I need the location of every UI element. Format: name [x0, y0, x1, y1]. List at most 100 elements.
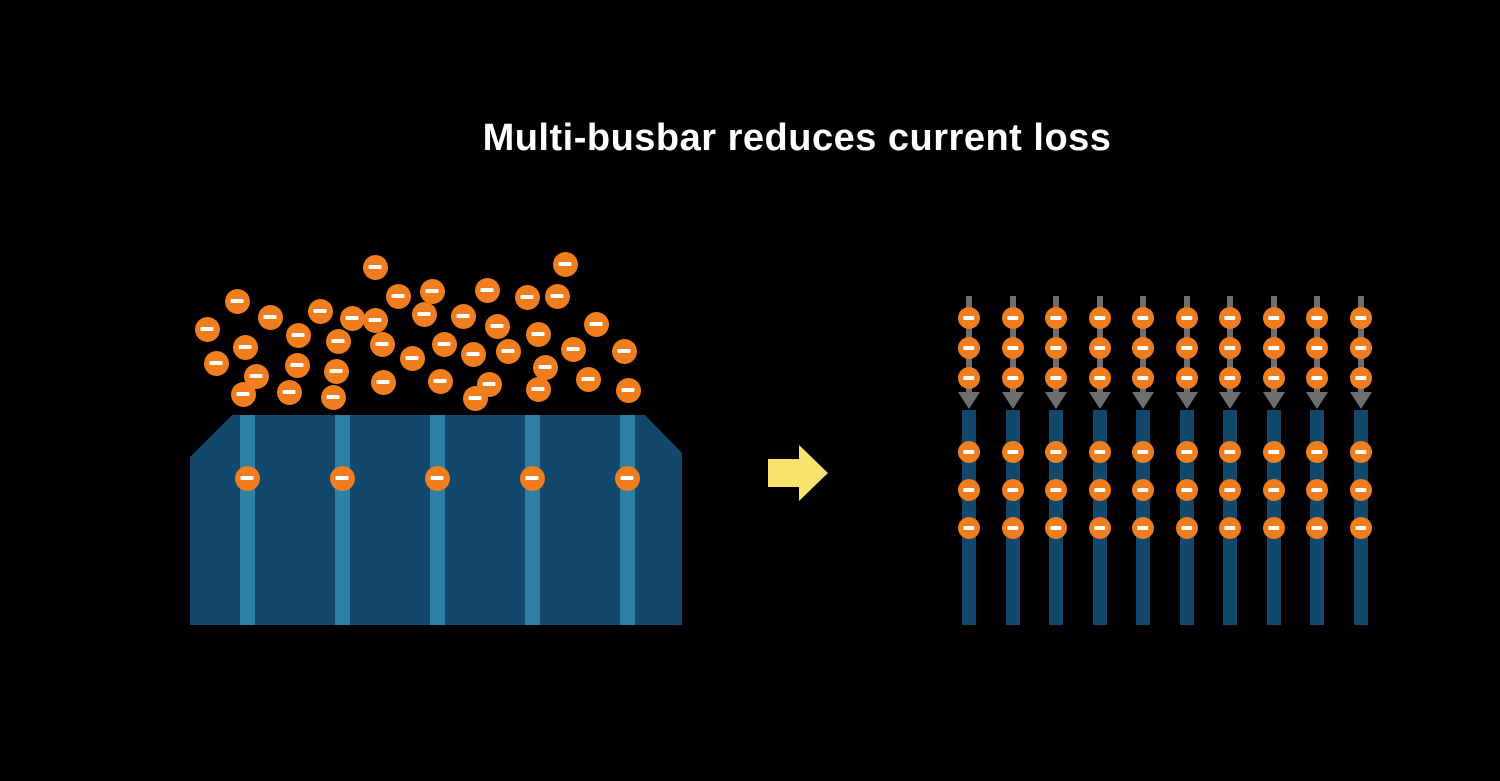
incoming-electron-icon	[1132, 307, 1154, 329]
collected-electron-icon	[1045, 441, 1067, 463]
incoming-electron-icon	[1045, 337, 1067, 359]
free-electron-icon	[460, 341, 486, 367]
collected-electron-icon	[1306, 479, 1328, 501]
transition-arrow-icon	[768, 445, 830, 501]
incoming-electron-icon	[1176, 307, 1198, 329]
incoming-electron-icon	[1219, 337, 1241, 359]
incoming-electron-icon	[1045, 307, 1067, 329]
incoming-electron-icon	[1002, 337, 1024, 359]
incoming-electron-icon	[1263, 307, 1285, 329]
free-electron-icon	[525, 321, 551, 347]
free-electron-icon	[369, 331, 395, 357]
flow-arrow-head-icon	[1045, 392, 1067, 409]
busbar-electron-icon	[424, 465, 450, 491]
collected-electron-icon	[958, 479, 980, 501]
free-electron-icon	[427, 368, 453, 394]
busbar-electron-icon	[234, 465, 260, 491]
collected-electron-icon	[1089, 441, 1111, 463]
incoming-electron-icon	[958, 367, 980, 389]
free-electron-icon	[399, 345, 425, 371]
flow-arrow-head-icon	[958, 392, 980, 409]
free-electron-icon	[484, 313, 510, 339]
incoming-electron-icon	[1263, 337, 1285, 359]
free-electron-icon	[615, 377, 641, 403]
incoming-electron-icon	[1132, 337, 1154, 359]
incoming-electron-icon	[1089, 367, 1111, 389]
incoming-electron-icon	[958, 307, 980, 329]
free-electron-icon	[362, 307, 388, 333]
free-electron-icon	[370, 369, 396, 395]
collected-electron-icon	[1002, 479, 1024, 501]
free-electron-icon	[307, 298, 333, 324]
collected-electron-icon	[1089, 517, 1111, 539]
free-electron-icon	[257, 304, 283, 330]
incoming-electron-icon	[1089, 307, 1111, 329]
incoming-electron-icon	[958, 337, 980, 359]
incoming-electron-icon	[1045, 367, 1067, 389]
flow-arrow-head-icon	[1306, 392, 1328, 409]
free-electron-icon	[552, 251, 578, 277]
collected-electron-icon	[1306, 441, 1328, 463]
collected-electron-icon	[1350, 517, 1372, 539]
incoming-electron-icon	[1002, 367, 1024, 389]
collected-electron-icon	[958, 441, 980, 463]
collected-electron-icon	[1089, 479, 1111, 501]
free-electron-icon	[203, 350, 229, 376]
incoming-electron-icon	[1219, 307, 1241, 329]
free-electron-icon	[560, 336, 586, 362]
incoming-electron-icon	[1089, 337, 1111, 359]
free-electron-icon	[194, 316, 220, 342]
free-electron-icon	[431, 331, 457, 357]
collected-electron-icon	[1350, 441, 1372, 463]
flow-arrow-head-icon	[1132, 392, 1154, 409]
incoming-electron-icon	[1350, 307, 1372, 329]
free-electron-icon	[474, 277, 500, 303]
incoming-electron-icon	[1176, 337, 1198, 359]
collected-electron-icon	[1132, 517, 1154, 539]
free-electron-icon	[525, 376, 551, 402]
free-electron-icon	[385, 283, 411, 309]
collected-electron-icon	[1176, 441, 1198, 463]
incoming-electron-icon	[1350, 367, 1372, 389]
flow-arrow-head-icon	[1350, 392, 1372, 409]
collected-electron-icon	[958, 517, 980, 539]
free-electron-icon	[339, 305, 365, 331]
incoming-electron-icon	[1219, 367, 1241, 389]
free-electron-icon	[284, 352, 310, 378]
flow-arrow-head-icon	[1002, 392, 1024, 409]
busbar-electron-icon	[519, 465, 545, 491]
incoming-electron-icon	[1176, 367, 1198, 389]
incoming-electron-icon	[1350, 337, 1372, 359]
transition-arrow-head	[799, 445, 828, 501]
incoming-electron-icon	[1132, 367, 1154, 389]
free-electron-icon	[224, 288, 250, 314]
free-electron-icon	[362, 254, 388, 280]
free-electron-icon	[611, 338, 637, 364]
collected-electron-icon	[1002, 517, 1024, 539]
free-electron-icon	[450, 303, 476, 329]
collected-electron-icon	[1176, 517, 1198, 539]
flow-arrow-head-icon	[1219, 392, 1241, 409]
free-electron-icon	[323, 358, 349, 384]
collected-electron-icon	[1219, 479, 1241, 501]
free-electron-icon	[285, 322, 311, 348]
transition-arrow-shaft	[768, 459, 799, 487]
collected-electron-icon	[1176, 479, 1198, 501]
free-electron-icon	[583, 311, 609, 337]
free-electron-icon	[495, 338, 521, 364]
free-electron-icon	[462, 385, 488, 411]
free-electron-icon	[232, 334, 258, 360]
free-electron-icon	[230, 381, 256, 407]
incoming-electron-icon	[1306, 337, 1328, 359]
diagram-title: Multi-busbar reduces current loss	[482, 117, 1112, 159]
free-electron-icon	[419, 278, 445, 304]
flow-arrow-head-icon	[1176, 392, 1198, 409]
flow-arrow-head-icon	[1089, 392, 1111, 409]
collected-electron-icon	[1045, 479, 1067, 501]
busbar-electron-icon	[614, 465, 640, 491]
collected-electron-icon	[1263, 441, 1285, 463]
incoming-electron-icon	[1002, 307, 1024, 329]
busbar-electron-icon	[329, 465, 355, 491]
